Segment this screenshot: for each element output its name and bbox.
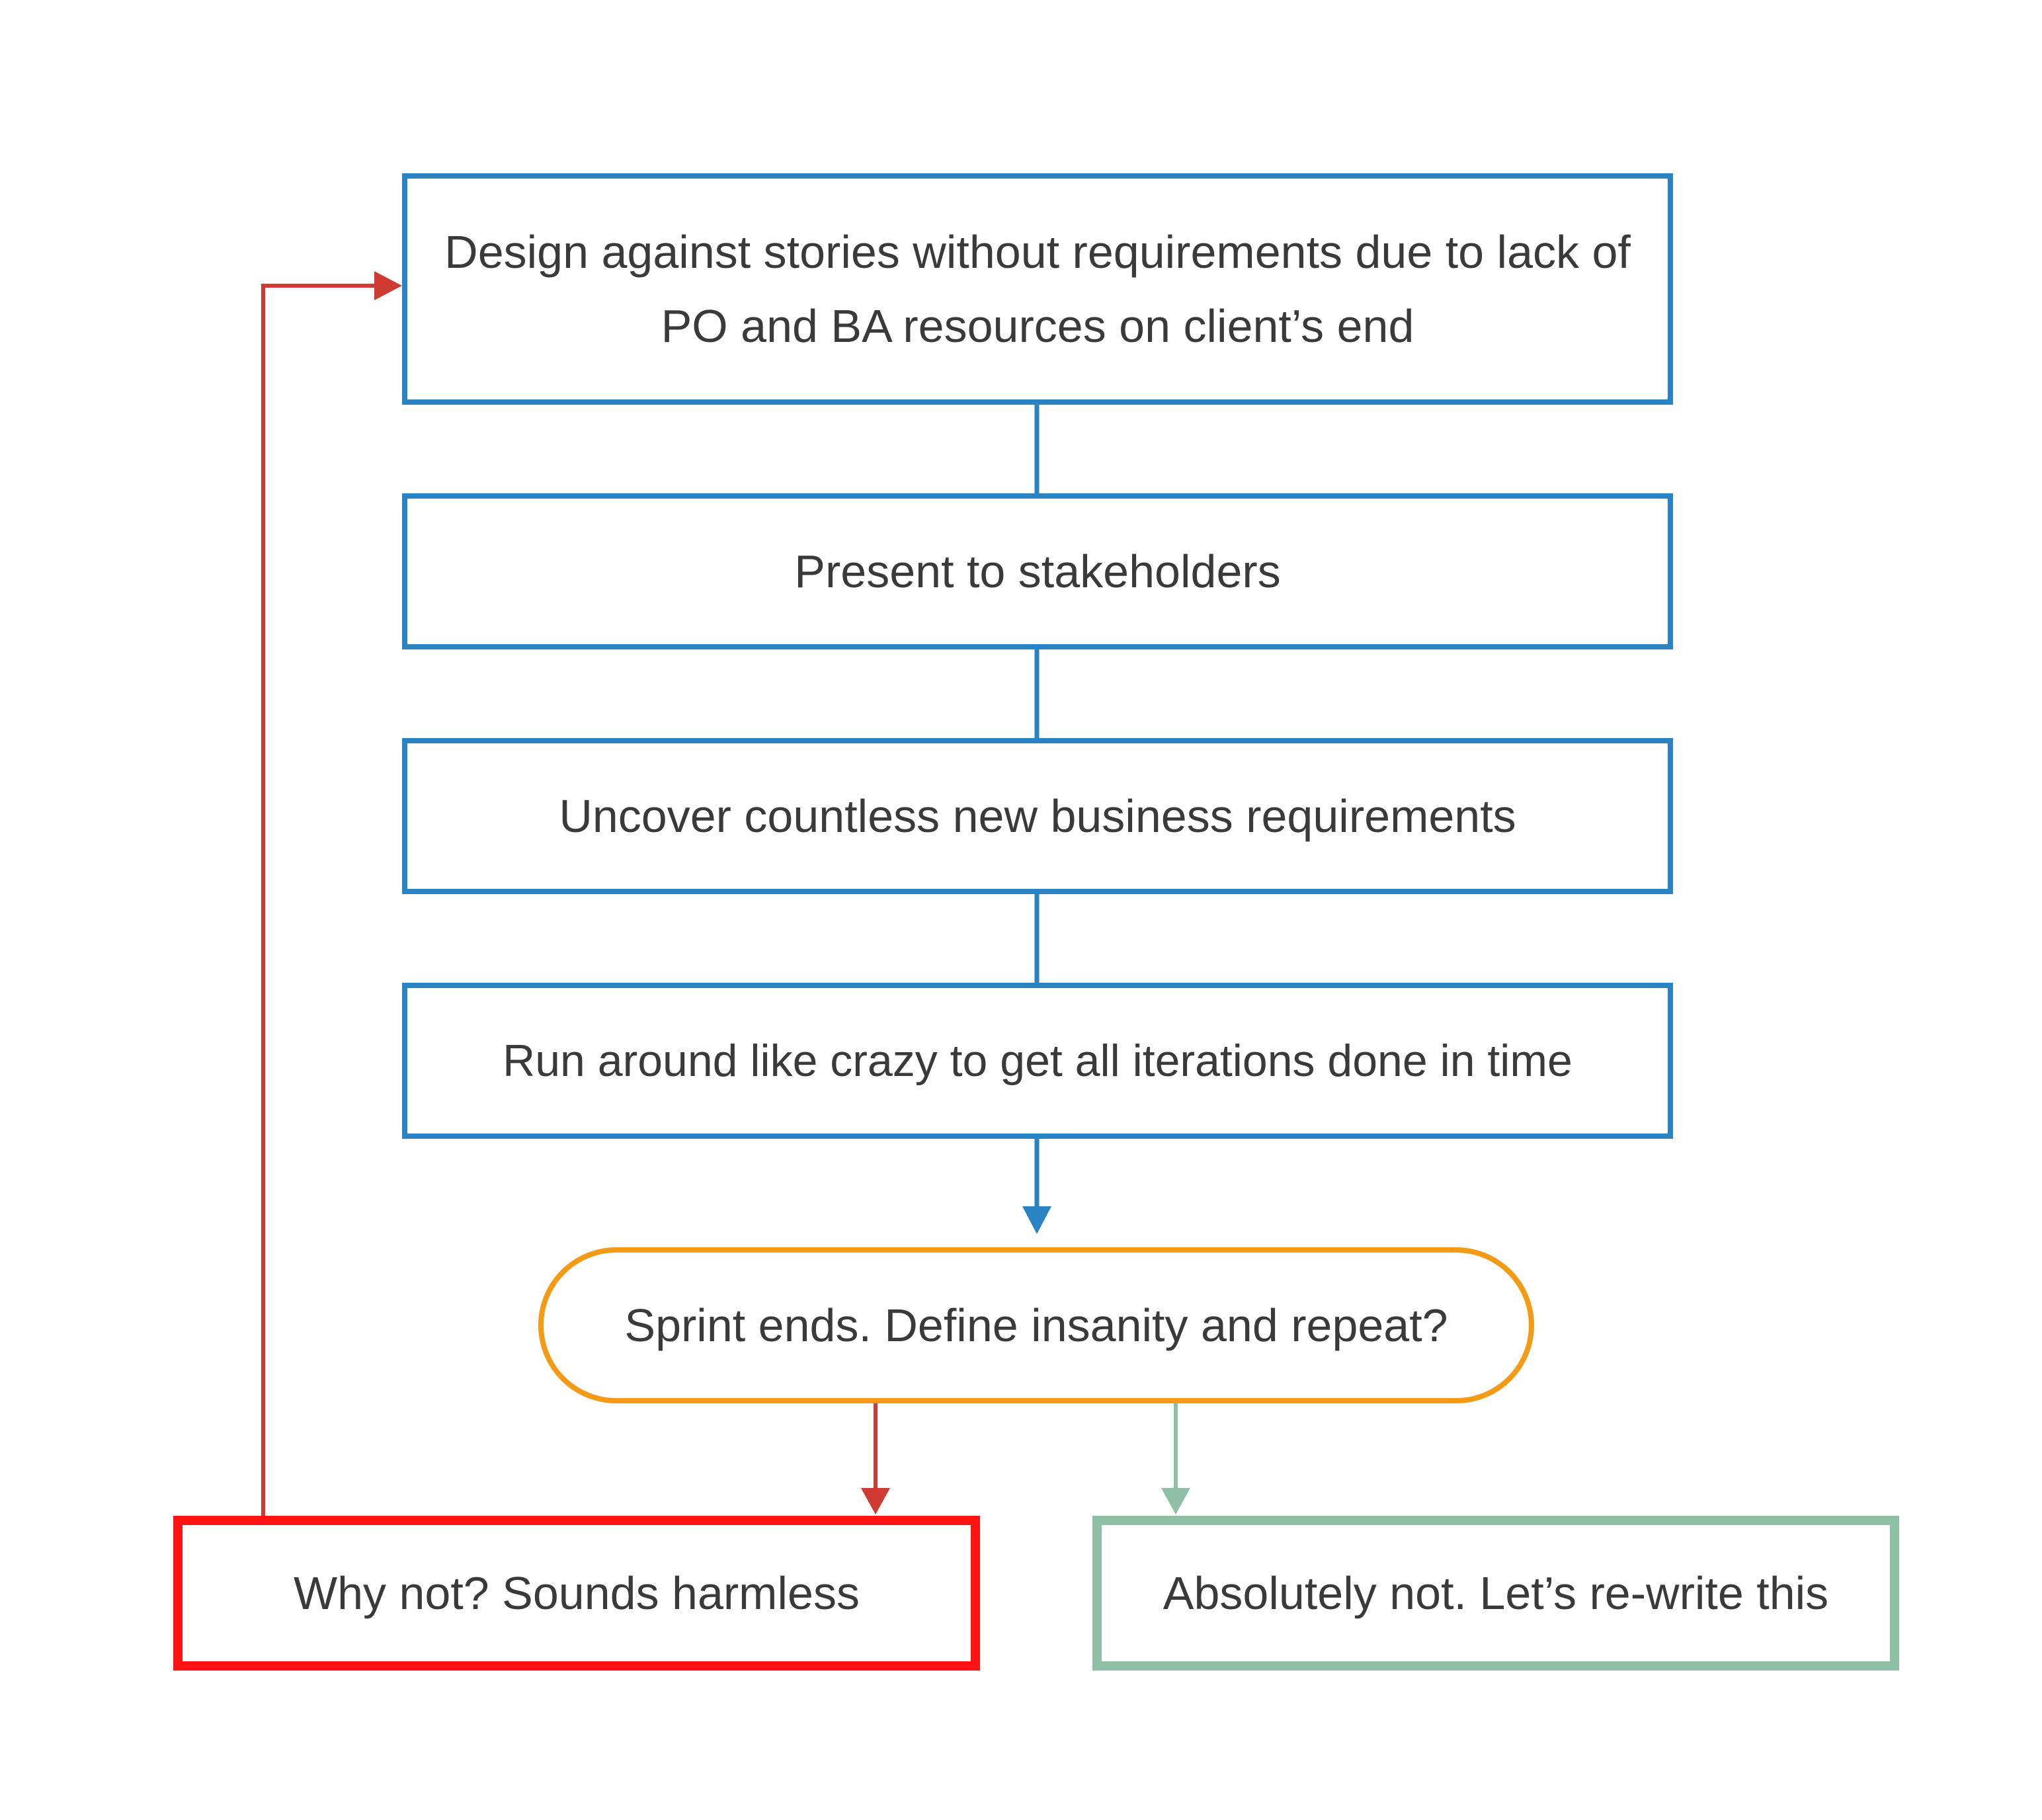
loop-back-arrow <box>261 284 376 1516</box>
decision-label: Sprint ends. Define insanity and repeat? <box>624 1300 1448 1351</box>
step-present-label: Present to stakeholders <box>794 546 1281 597</box>
step-design-against-stories: Design against stories without requireme… <box>402 173 1673 405</box>
outcome-absolutely-not: Absolutely not. Let’s re-write this <box>1092 1516 1899 1671</box>
step-design-label: Design against stories without requireme… <box>444 226 1631 352</box>
decision-sprint-ends: Sprint ends. Define insanity and repeat? <box>538 1247 1534 1403</box>
step-present-to-stakeholders: Present to stakeholders <box>402 493 1673 649</box>
arrowhead-decision-to-yes <box>861 1488 890 1514</box>
step-uncover-requirements: Uncover countless new business requireme… <box>402 738 1673 894</box>
step-run-label: Run around like crazy to get all iterati… <box>503 1036 1572 1086</box>
loop-back-arrowhead <box>374 271 402 300</box>
outcome-why-not: Why not? Sounds harmless <box>173 1516 980 1671</box>
outcome-absolutely-not-label: Absolutely not. Let’s re-write this <box>1163 1567 1829 1619</box>
arrowhead-decision-to-no <box>1161 1488 1190 1514</box>
step-uncover-label: Uncover countless new business requireme… <box>559 790 1516 842</box>
outcome-why-not-label: Why not? Sounds harmless <box>294 1567 860 1619</box>
step-run-around: Run around like crazy to get all iterati… <box>402 983 1673 1139</box>
arrowhead-run-to-decision <box>1022 1206 1051 1234</box>
